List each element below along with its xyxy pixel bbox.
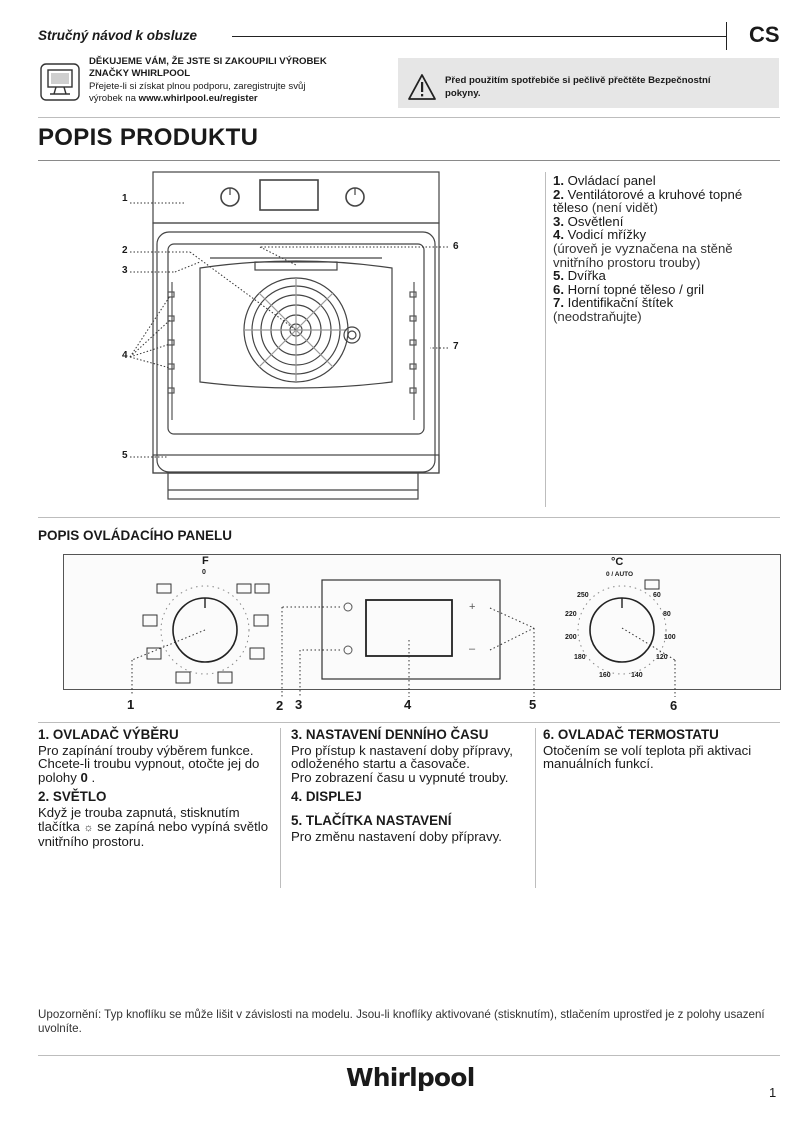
callout-2: 2 [122,245,128,256]
part-7: 7. Identifikační štítek(neodstraňujte) [553,295,674,324]
callout-4: 4 [122,350,128,361]
column-clock-display: 3. NASTAVENÍ DENNÍHO ČASU Pro přístup k … [291,728,529,849]
register-link[interactable]: www.whirlpool.eu/register [138,93,258,105]
callout-5: 5 [122,450,128,461]
control-panel-diagram [63,554,781,690]
column-selector-light: 1. OVLADAČ VÝBĚRU Pro zapínání trouby vý… [38,728,274,855]
clock-heading: 3. NASTAVENÍ DENNÍHO ČASU [291,727,489,742]
clock-text-2: Pro zobrazení času u vypnuté trouby. [291,769,509,785]
selector-heading: 1. OVLADAČ VÝBĚRU [38,727,179,742]
parts-list: 1. Ovládací panel 2. Ventilátorové a kru… [553,174,783,324]
part-5: 5. Dvířka [553,268,606,284]
temp-200: 200 [565,634,577,641]
panel-callout-3: 3 [295,697,303,712]
thermostat-unit: °C [611,556,624,568]
parts-divider [545,172,546,507]
plus-button[interactable]: + [469,601,476,613]
control-panel-heading: POPIS OVLÁDACÍHO PANELU [38,528,233,543]
descriptions-separator [38,722,780,723]
product-description-heading: POPIS PRODUKTU [38,124,259,151]
safety-line-2: pokyny. [445,88,481,99]
light-heading: 2. SVĚTLO [38,789,107,805]
temp-180: 180 [574,654,586,661]
safety-line-1: Před použitím spotřebiče si pečlivě přeč… [445,75,711,86]
register-line-2: výrobek na [89,93,139,105]
callout-7: 7 [453,341,459,352]
control-panel-drawing [131,579,676,697]
header-rule [232,36,727,37]
title-underline [38,160,780,161]
panel-callout-4: 4 [404,697,412,712]
callout-3: 3 [122,265,128,276]
clock-text-1: Pro přístup k nastavení doby přípravy, o… [291,742,513,772]
temp-60: 60 [653,592,661,599]
selector-f-label: F [202,555,209,567]
panel-callout-6: 6 [670,698,678,713]
temp-100: 100 [664,634,676,641]
light-bulb-icon: ☼ [83,821,94,834]
computer-icon [40,63,80,101]
part-6: 6. Horní topné těleso / gril [553,281,705,297]
thermostat-text: Otočením se volí teplota při aktivaci ma… [543,742,752,772]
registration-text: DĚKUJEME VÁM, ŽE JSTE SI ZAKOUPILI VÝROB… [89,56,389,106]
footer-separator [38,1055,780,1056]
column-divider-2 [535,728,536,888]
language-code: CS [749,22,780,47]
panel-callout-5: 5 [529,697,537,712]
buttons-text: Pro změnu nastavení doby přípravy. [291,828,502,844]
safety-notice-box [398,58,779,108]
display-heading: 4. DISPLEJ [291,789,362,805]
thanks-line-2: ZNAČKY WHIRLPOOL [89,68,191,80]
thanks-line-1: DĚKUJEME VÁM, ŽE JSTE SI ZAKOUPILI VÝROB… [89,56,327,67]
oven-diagram [129,171,448,500]
column-divider-1 [280,728,281,888]
header-separator [38,117,780,118]
callout-6: 6 [453,241,459,252]
page-number: 1 [769,1085,777,1100]
selector-text-2: Chcete-li troubu vypnout, otočte jej do … [38,756,260,785]
buttons-heading: 5. TLAČÍTKA NASTAVENÍ [291,812,452,828]
part-4: 4. Vodicí mřížky(úroveň je vyznačena na … [553,227,733,270]
temp-160: 160 [599,672,611,679]
temp-250: 250 [577,592,589,599]
zero-symbol: 0 [80,769,88,785]
panel-callout-2: 2 [276,698,284,713]
callout-1: 1 [122,193,128,204]
selector-text-1: Pro zapínání trouby výběrem funkce. [38,742,254,758]
knob-note: Upozornění: Typ knoflíku se může lišit v… [38,1008,765,1035]
register-line-1: Přejete-li si získat plnou podporu, zare… [89,80,306,92]
light-text: Když je trouba zapnutá, stisknutím tlačí… [38,804,269,850]
temp-80: 80 [663,611,671,618]
panel-callout-1: 1 [127,697,135,712]
safety-notice-text: Před použitím spotřebiče si pečlivě přeč… [445,74,770,100]
selector-zero-label: 0 [202,569,206,576]
column-thermostat: 6. OVLADAČ TERMOSTATU Otočením se volí t… [543,728,779,777]
thermostat-top-label: 0 / AUTO [606,571,634,578]
part-3: 3. Osvětlení [553,213,624,229]
part-1: 1. Ovládací panel [553,173,656,188]
section-separator [38,517,780,518]
temp-120: 120 [656,654,668,661]
thermostat-heading: 6. OVLADAČ TERMOSTATU [543,727,719,742]
minus-button[interactable]: – [469,643,476,655]
document-title: Stručný návod k obsluze [38,28,198,43]
brand-logo: Whirlpool [346,1063,475,1092]
temp-220: 220 [565,611,577,618]
temp-140: 140 [631,672,643,679]
header-tick [726,22,727,50]
warning-icon [408,74,436,100]
